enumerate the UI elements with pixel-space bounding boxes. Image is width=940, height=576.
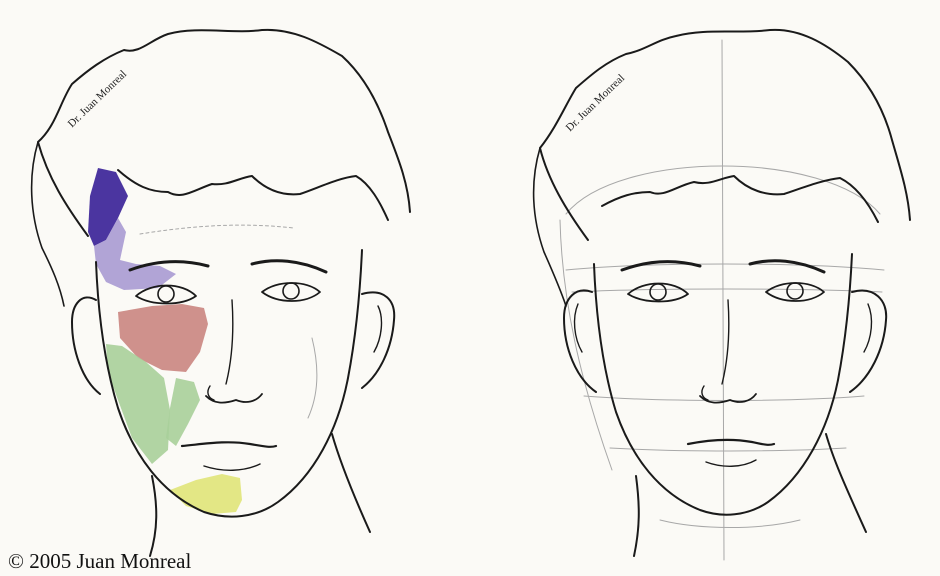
left-nose-base — [206, 394, 262, 403]
copyright-caption: © 2005 Juan Monreal — [8, 549, 191, 574]
chin-zone — [170, 474, 242, 514]
right-guide-vertical — [722, 40, 724, 560]
right-guide-brow — [566, 264, 884, 270]
left-hair-fringe — [118, 170, 388, 220]
right-nose-base — [700, 394, 756, 403]
left-ear-l — [72, 297, 100, 394]
right-guide-chin — [660, 520, 800, 528]
left-iris-r — [283, 283, 299, 299]
right-mouth — [688, 440, 774, 445]
right-guide-eye — [572, 289, 882, 292]
left-nose-bridge — [226, 300, 233, 384]
left-lower-lip — [204, 464, 260, 470]
left-hair-strand — [32, 142, 64, 306]
left-guide-forehead — [140, 225, 294, 234]
right-guide-nose — [584, 396, 864, 401]
left-eyebrow-r — [252, 261, 326, 272]
right-eyebrow-r — [750, 261, 824, 272]
right-lower-lip — [706, 460, 756, 466]
left-neck-l — [150, 476, 156, 556]
right-iris-r — [787, 283, 803, 299]
left-neck-r — [332, 434, 370, 532]
right-hair-strand — [534, 148, 566, 306]
right-eyebrow-l — [622, 262, 700, 270]
right-ear-l — [564, 290, 596, 392]
right-neck-l — [634, 476, 639, 556]
right-hair-outline — [540, 30, 910, 240]
right-eye-l — [628, 284, 688, 302]
left-iris-l — [158, 286, 174, 302]
left-ear-r-inner — [374, 306, 381, 352]
right-hair-fringe — [602, 176, 878, 222]
left-mouth — [182, 442, 276, 447]
right-iris-l — [650, 284, 666, 300]
right-ear-r-inner — [864, 304, 871, 352]
right-guide-mouth — [610, 448, 846, 451]
jaw-zone-right — [166, 378, 200, 446]
left-guide-smile — [308, 338, 317, 418]
